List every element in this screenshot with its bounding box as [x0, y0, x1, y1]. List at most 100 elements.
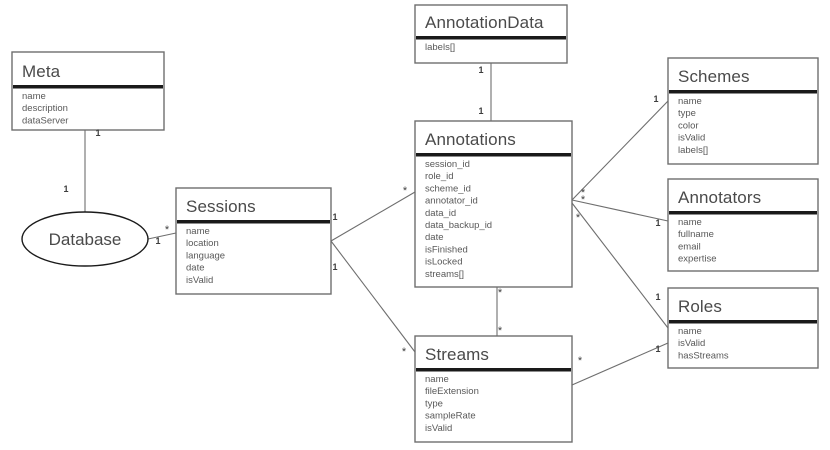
- entity-field: expertise: [678, 254, 717, 265]
- entity-box: [175, 187, 332, 295]
- entity-field: isValid: [678, 338, 705, 349]
- relation-sessions-annotations: [330, 191, 416, 242]
- entity-field: data_id: [425, 208, 456, 219]
- cardinality-label: 1: [332, 212, 337, 222]
- entity-title: Annotators: [678, 188, 761, 207]
- entity-field: isValid: [186, 275, 213, 286]
- entity-field: date: [186, 263, 205, 274]
- entity-box: [414, 4, 568, 64]
- entity-header-divider: [416, 36, 566, 40]
- entity-header-divider: [416, 368, 571, 372]
- entity-field: location: [186, 238, 219, 249]
- relation-line: [330, 191, 416, 242]
- entity-box: [11, 51, 165, 131]
- relations-layer: [84, 63, 669, 386]
- cardinality-label: *: [165, 224, 170, 236]
- entity-header-divider: [669, 211, 817, 215]
- entity-field: session_id: [425, 159, 470, 170]
- cardinality-label: *: [403, 185, 408, 197]
- cardinality-label: *: [498, 325, 503, 337]
- relation-streams-roles: [571, 342, 669, 386]
- entity-field: hasStreams: [678, 350, 729, 361]
- entity-box: [414, 335, 573, 443]
- entity-field: scheme_id: [425, 183, 471, 194]
- entity-title: Sessions: [186, 197, 256, 216]
- cardinality-label: *: [498, 287, 503, 299]
- entity-ellipse: [21, 211, 149, 267]
- entity-title: AnnotationData: [425, 13, 544, 32]
- relation-line: [330, 240, 416, 353]
- entity-title: Annotations: [425, 130, 516, 149]
- entity-field: isValid: [678, 133, 705, 144]
- cardinality-label: 1: [655, 344, 660, 354]
- relation-line: [571, 342, 669, 386]
- entity-field: name: [678, 217, 702, 228]
- cardinality-label: 1: [478, 106, 483, 116]
- entity-annotations[interactable]: Annotations session_idrole_idscheme_idann…: [414, 120, 573, 288]
- cardinality-label: 1: [95, 128, 100, 138]
- relation-line: [571, 202, 669, 329]
- relation-line: [571, 100, 669, 201]
- cardinality-label: 1: [63, 184, 68, 194]
- entity-field: name: [678, 326, 702, 337]
- cardinality-labels-layer: 111*1*1*111*1*1***1*: [63, 65, 660, 367]
- entity-field: dataServer: [22, 115, 68, 126]
- entity-field: description: [22, 103, 68, 114]
- entity-header-divider: [669, 90, 817, 94]
- entity-field: type: [425, 398, 443, 409]
- entity-field: isValid: [425, 423, 452, 434]
- relation-line: [147, 232, 177, 240]
- entity-title: Streams: [425, 345, 489, 364]
- entity-field: role_id: [425, 171, 454, 182]
- entity-field: color: [678, 120, 699, 131]
- entity-field: labels[]: [425, 42, 455, 53]
- cardinality-label: *: [581, 187, 586, 199]
- entity-box: [667, 287, 819, 369]
- cardinality-label: 1: [332, 262, 337, 272]
- entity-field: data_backup_id: [425, 220, 492, 231]
- entity-field: isLocked: [425, 257, 463, 268]
- entity-field: email: [678, 241, 701, 252]
- relation-database-sessions: [147, 232, 177, 240]
- entity-field: name: [678, 96, 702, 107]
- cardinality-label: *: [576, 212, 581, 224]
- cardinality-label: *: [578, 355, 583, 367]
- entity-field: isFinished: [425, 244, 468, 255]
- entity-field: sampleRate: [425, 411, 476, 422]
- entity-header-divider: [13, 85, 163, 89]
- entity-field: fileExtension: [425, 386, 479, 397]
- cardinality-label: *: [581, 194, 586, 206]
- cardinality-label: 1: [655, 218, 660, 228]
- relation-annotations-roles: [571, 202, 669, 329]
- relation-annotations-annotators: [571, 199, 669, 222]
- cardinality-label: 1: [155, 236, 160, 246]
- entity-header-divider: [669, 320, 817, 324]
- entity-box: [667, 57, 819, 165]
- entity-header-divider: [177, 220, 330, 224]
- entity-field: name: [22, 91, 46, 102]
- relation-sessions-streams: [330, 240, 416, 353]
- entity-field: language: [186, 250, 225, 261]
- entity-box: [414, 120, 573, 288]
- entity-field: type: [678, 108, 696, 119]
- entity-field: name: [186, 226, 210, 237]
- entity-field: fullname: [678, 229, 714, 240]
- entity-field: annotator_id: [425, 196, 478, 207]
- relation-line: [571, 199, 669, 222]
- entity-field: name: [425, 374, 449, 385]
- entity-database[interactable]: Database: [21, 211, 149, 267]
- entity-annotationdata[interactable]: AnnotationData labels[]: [414, 4, 568, 64]
- entity-field: streams[]: [425, 269, 464, 280]
- entity-header-divider: [416, 153, 571, 157]
- entity-title: Database: [49, 230, 122, 249]
- entity-title: Roles: [678, 297, 722, 316]
